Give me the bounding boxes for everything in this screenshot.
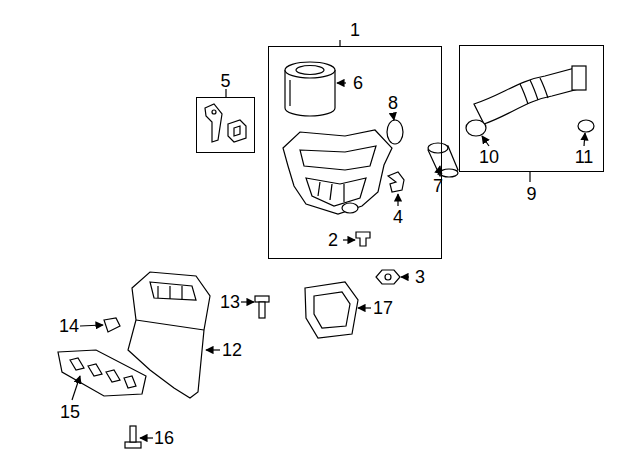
callout-number: 14 [58, 317, 80, 335]
callout-number: 8 [387, 94, 399, 112]
callout-number: 10 [478, 148, 500, 166]
callout-number: 11 [574, 148, 595, 166]
callout-number: 5 [220, 72, 230, 90]
callout-number: 16 [153, 429, 175, 447]
callout-number: 3 [414, 268, 426, 286]
callout-number: 17 [372, 299, 394, 317]
callout-number: 4 [392, 208, 404, 226]
callout-number: 12 [221, 341, 243, 359]
callout-number: 9 [526, 185, 536, 203]
callout-number: 13 [219, 293, 241, 311]
callout-number: 7 [432, 177, 444, 195]
callout-number: 15 [59, 403, 81, 421]
callout-number: 2 [327, 231, 339, 249]
callout-number: 6 [352, 74, 364, 92]
group-box: 5 [196, 97, 255, 153]
callout-number: 1 [350, 21, 360, 39]
